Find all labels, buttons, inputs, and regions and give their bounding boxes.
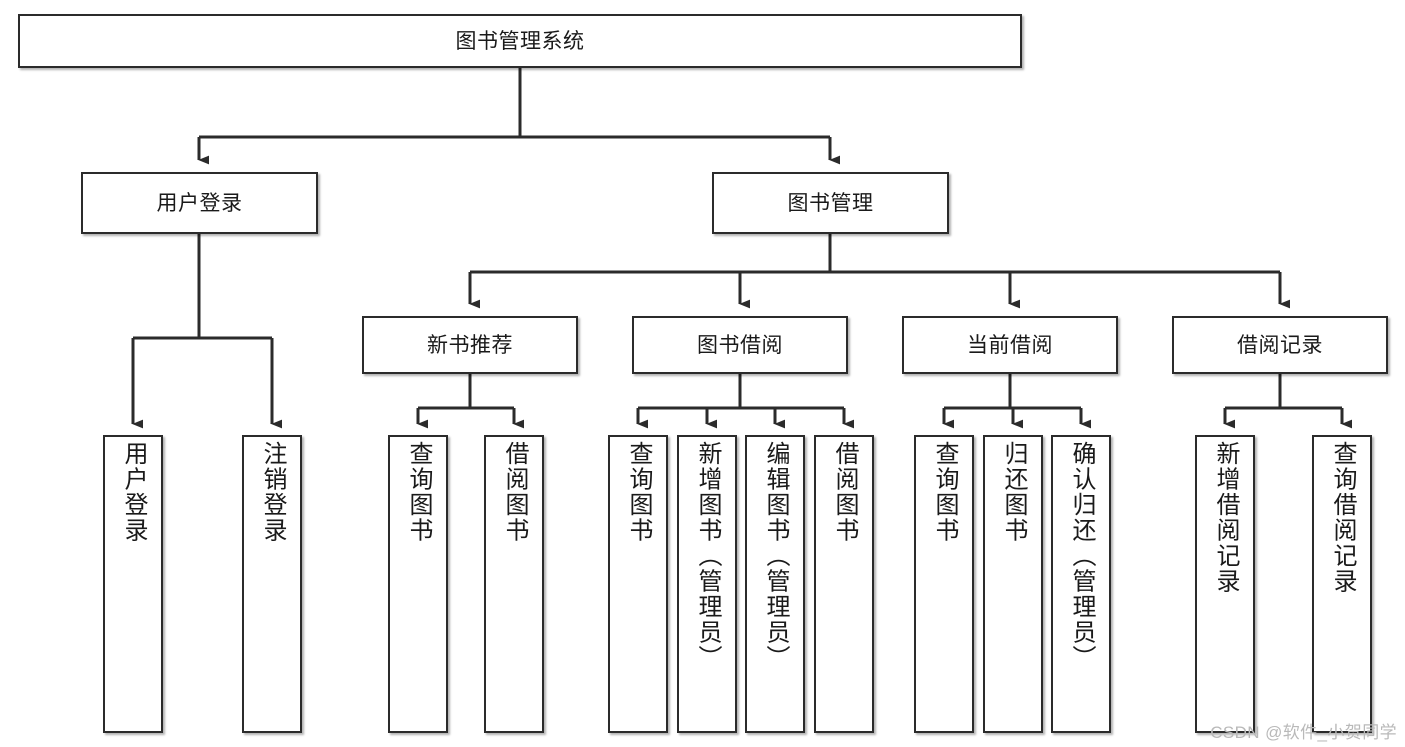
leaf-current-borrow-confirm-return[interactable]: 确认归还（管理员） [1051, 435, 1111, 733]
leaf-book-borrow-query[interactable]: 查询图书 [608, 435, 668, 733]
leaf-user-login-signin-label: 用户登录 [119, 441, 147, 543]
leaf-book-borrow-lend-label: 借阅图书 [830, 441, 858, 543]
leaf-new-book-borrow-label: 借阅图书 [500, 441, 528, 543]
leaf-user-login-logout[interactable]: 注销登录 [242, 435, 302, 733]
node-root-book-management-system[interactable]: 图书管理系统 [18, 14, 1022, 68]
leaf-new-book-borrow[interactable]: 借阅图书 [484, 435, 544, 733]
leaf-borrow-record-add[interactable]: 新增借阅记录 [1195, 435, 1255, 733]
leaf-book-borrow-add-label: 新增图书（管理员） [693, 441, 721, 671]
leaf-book-borrow-query-label: 查询图书 [624, 441, 652, 543]
leaf-current-borrow-return[interactable]: 归还图书 [983, 435, 1043, 733]
leaf-borrow-record-query-label: 查询借阅记录 [1328, 441, 1356, 594]
node-book-borrow-label: 图书借阅 [697, 333, 783, 357]
node-user-login[interactable]: 用户登录 [81, 172, 318, 234]
node-new-book-recommend[interactable]: 新书推荐 [362, 316, 578, 374]
leaf-current-borrow-query[interactable]: 查询图书 [914, 435, 974, 733]
node-book-management-label: 图书管理 [787, 191, 874, 215]
leaf-new-book-query[interactable]: 查询图书 [388, 435, 448, 733]
leaf-user-login-logout-label: 注销登录 [258, 441, 286, 543]
node-new-book-recommend-label: 新书推荐 [427, 333, 513, 357]
leaf-new-book-query-label: 查询图书 [404, 441, 432, 543]
leaf-current-borrow-confirm-return-label: 确认归还（管理员） [1067, 441, 1095, 671]
node-borrow-record[interactable]: 借阅记录 [1172, 316, 1388, 374]
node-book-management[interactable]: 图书管理 [712, 172, 949, 234]
node-current-borrow[interactable]: 当前借阅 [902, 316, 1118, 374]
node-current-borrow-label: 当前借阅 [967, 333, 1053, 357]
node-user-login-label: 用户登录 [156, 191, 243, 215]
leaf-borrow-record-query[interactable]: 查询借阅记录 [1312, 435, 1372, 733]
node-book-borrow[interactable]: 图书借阅 [632, 316, 848, 374]
leaf-borrow-record-add-label: 新增借阅记录 [1211, 441, 1239, 594]
leaf-user-login-signin[interactable]: 用户登录 [103, 435, 163, 733]
leaf-book-borrow-lend[interactable]: 借阅图书 [814, 435, 874, 733]
node-borrow-record-label: 借阅记录 [1237, 333, 1323, 357]
leaf-book-borrow-edit[interactable]: 编辑图书（管理员） [745, 435, 805, 733]
leaf-book-borrow-edit-label: 编辑图书（管理员） [761, 441, 789, 671]
leaf-current-borrow-query-label: 查询图书 [930, 441, 958, 543]
leaf-book-borrow-add[interactable]: 新增图书（管理员） [677, 435, 737, 733]
node-root-label: 图书管理系统 [455, 29, 585, 53]
leaf-current-borrow-return-label: 归还图书 [999, 441, 1027, 543]
